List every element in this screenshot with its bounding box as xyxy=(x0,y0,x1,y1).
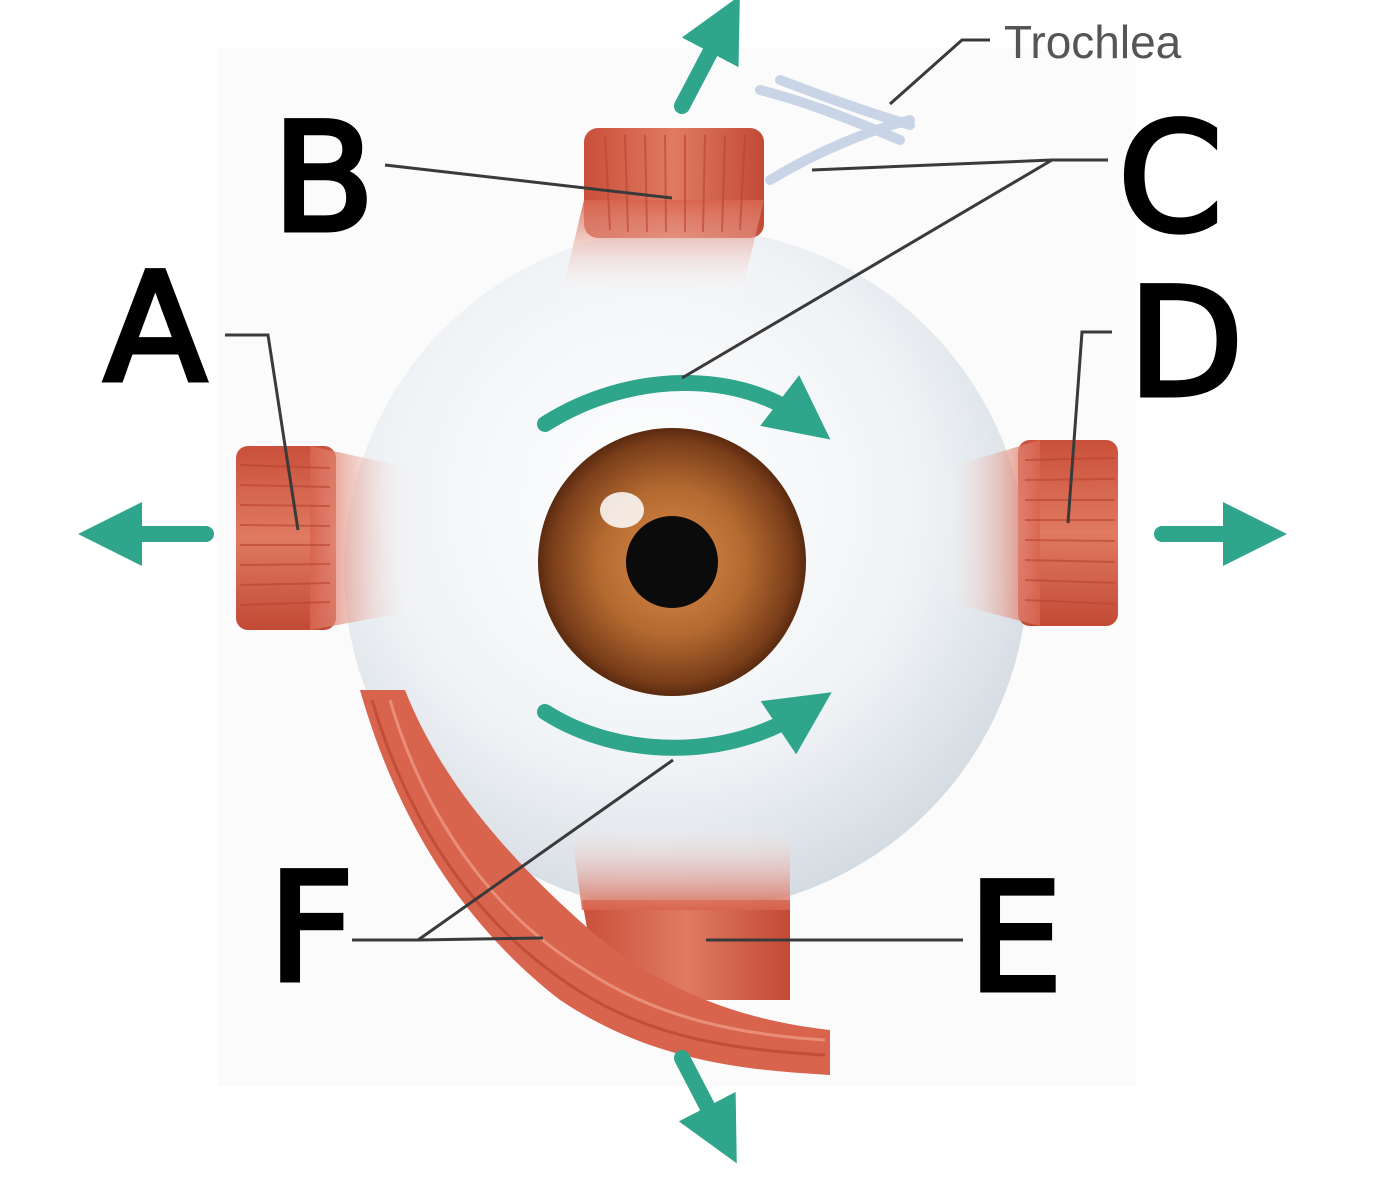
eye-highlight xyxy=(600,492,644,528)
label-d: D xyxy=(1128,257,1244,431)
inferior-oblique-muscle xyxy=(360,690,830,1075)
right-rectus-muscle xyxy=(940,440,1118,626)
leader-b xyxy=(384,163,673,200)
left-rectus-muscle xyxy=(236,446,420,630)
trochlea-tendon xyxy=(755,75,915,185)
movement-arrows xyxy=(78,0,1287,1164)
arrow-curved-bottom xyxy=(537,692,832,756)
arrow-up xyxy=(674,0,740,114)
label-trochlea: Trochlea xyxy=(1004,16,1182,68)
arrow-curved-top xyxy=(537,375,831,440)
label-a: A xyxy=(104,242,207,416)
leader-a xyxy=(225,333,300,531)
leader-d xyxy=(1066,330,1112,524)
pupil xyxy=(626,516,718,608)
leader-lines xyxy=(225,38,1112,942)
superior-rectus-muscle xyxy=(560,128,764,300)
arrow-down xyxy=(674,1050,737,1164)
label-f: F xyxy=(268,842,354,1016)
leader-trochlea xyxy=(889,38,990,106)
leader-f-arrow xyxy=(417,758,674,942)
label-c: C xyxy=(1118,92,1223,266)
label-e: E xyxy=(968,852,1063,1026)
label-b: B xyxy=(272,92,375,266)
leader-c-lower xyxy=(681,158,1053,380)
